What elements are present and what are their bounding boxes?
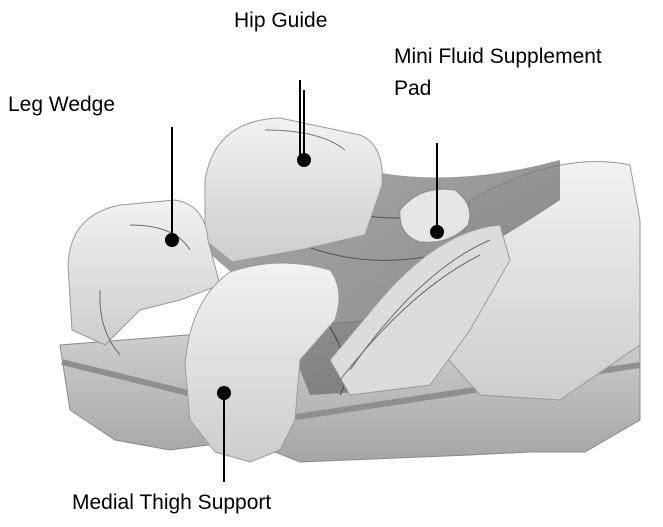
label-mini-fluid-line1: Mini Fluid Supplement <box>394 44 602 70</box>
label-hip-guide: Hip Guide <box>234 8 327 34</box>
label-mini-fluid-line2: Pad <box>394 76 431 102</box>
label-medial-thigh-support: Medial Thigh Support <box>72 490 271 516</box>
label-leg-wedge: Leg Wedge <box>8 92 115 118</box>
